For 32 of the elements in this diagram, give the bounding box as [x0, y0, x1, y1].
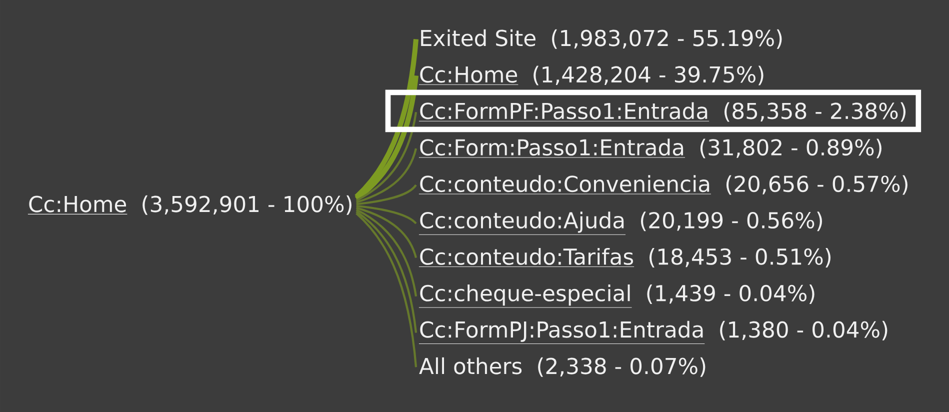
- branch-line: [356, 212, 418, 368]
- branch-line: [356, 148, 418, 204]
- page-link: Cc:Home: [418, 66, 518, 85]
- branch-line: [356, 112, 418, 202]
- visit-count: (1,380 - 0.04%): [720, 320, 888, 340]
- visit-count: (3,592,901 - 100%): [142, 195, 352, 215]
- branch-line: [356, 210, 418, 333]
- page-link: Cc:conteudo:Ajuda: [418, 212, 626, 235]
- visit-count: (1,428,204 - 39.75%): [534, 66, 764, 86]
- branch-line: [356, 204, 417, 224]
- page-link: Cc:Form:Passo1:Entrada: [418, 138, 686, 158]
- branch-line: [354, 75, 419, 201]
- visit-count: (1,983,072 - 55.19%): [552, 29, 782, 49]
- visit-count: (31,802 - 0.89%): [700, 138, 882, 158]
- branch-line: [356, 184, 417, 206]
- page-name: Exited Site: [421, 29, 536, 46]
- visit-count: (2,338 - 0.07%): [538, 357, 706, 377]
- page-link: Cc:FormPJ:Passo1:Entrada: [418, 320, 705, 344]
- branch-line: [356, 206, 418, 258]
- page-name: All others: [419, 357, 522, 374]
- page-link: Cc:conteudo:Tarifas: [418, 248, 634, 268]
- page-link: Cc:cheque-especial: [418, 284, 632, 308]
- visit-count: (18,453 - 0.51%): [650, 248, 830, 268]
- visit-count: (20,199 - 0.56%): [640, 212, 822, 232]
- page-link: Cc:Home: [28, 196, 128, 214]
- visit-count: (1,439 - 0.04%): [647, 284, 814, 304]
- branch-line: [354, 38, 419, 199]
- visit-count: (85,358 - 2.38%): [724, 102, 906, 122]
- page-link: Cc:conteudo:Conveniencia: [418, 175, 712, 194]
- branch-line: [356, 208, 418, 297]
- visit-count: (20,656 - 0.57%): [726, 175, 908, 195]
- page-link: Cc:FormPF:Passo1:Entrada: [418, 102, 710, 122]
